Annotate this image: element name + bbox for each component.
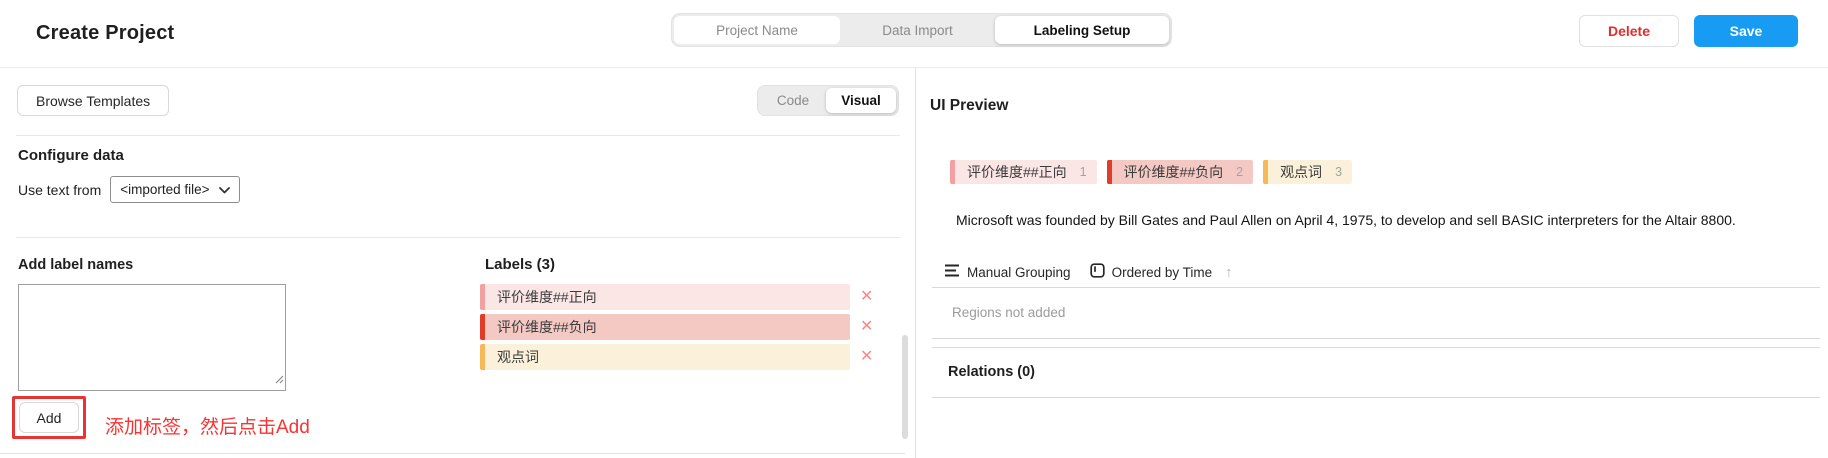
ui-preview-panel: UI Preview 评价维度##正向 1 评价维度##负向 2 观点词 3 M… (917, 68, 1828, 458)
label-color-bar (1106, 160, 1112, 184)
label-names-input-wrap (18, 284, 286, 391)
divider (932, 338, 1820, 339)
preview-tag[interactable]: 评价维度##负向 2 (1106, 160, 1254, 184)
label-color-bar (950, 160, 955, 184)
page-title: Create Project (36, 22, 175, 44)
scrollbar-thumb[interactable] (902, 335, 908, 439)
label-row: 评价维度##负向 ✕ (480, 314, 900, 340)
preview-tag[interactable]: 观点词 3 (1263, 160, 1353, 184)
divider (932, 397, 1820, 398)
preview-label-tags: 评价维度##正向 1 评价维度##负向 2 观点词 3 (950, 160, 1353, 184)
grouping-lines-icon (945, 264, 960, 280)
imported-file-select[interactable]: <imported file> (110, 176, 240, 203)
toggle-code[interactable]: Code (776, 93, 810, 108)
relations-heading: Relations (0) (948, 364, 1036, 380)
header: Create Project Project Name Data Import … (0, 0, 1828, 68)
label-color-bar (480, 344, 485, 370)
tag-hotkey: 1 (1079, 165, 1087, 179)
label-names-input[interactable] (18, 284, 286, 391)
configure-data-heading: Configure data (18, 147, 124, 164)
labels-heading: Labels (3) (485, 256, 556, 273)
select-value: <imported file> (120, 182, 210, 197)
time-order-icon (1089, 263, 1105, 281)
add-button[interactable]: Add (19, 402, 79, 433)
label-text: 观点词 (497, 349, 539, 365)
ui-preview-heading: UI Preview (930, 97, 1009, 114)
use-text-from-label: Use text from (18, 181, 102, 198)
labeling-config-panel: Browse Templates Code Visual Configure d… (0, 68, 916, 458)
delete-button[interactable]: Delete (1579, 15, 1679, 47)
label-color-bar (1263, 160, 1269, 184)
divider (932, 287, 1820, 288)
label-row: 评价维度##正向 ✕ (480, 284, 900, 310)
remove-label-icon[interactable]: ✕ (860, 318, 874, 335)
label-color-bar (480, 314, 485, 340)
regions-toolbar: Manual Grouping Ordered by Time ↑ (945, 257, 1233, 287)
tag-hotkey: 2 (1236, 165, 1244, 179)
label-color-bar (480, 284, 485, 310)
remove-label-icon[interactable]: ✕ (860, 348, 874, 365)
label-text: 评价维度##负向 (497, 319, 597, 335)
tag-text: 评价维度##正向 (967, 164, 1067, 180)
tag-text: 评价维度##负向 (1123, 164, 1224, 180)
browse-templates-button[interactable]: Browse Templates (17, 85, 170, 116)
tab-data-import[interactable]: Data Import (882, 22, 953, 38)
tag-text: 观点词 (1280, 164, 1323, 180)
use-text-from-row: Use text from <imported file> (18, 176, 240, 203)
labels-list: 评价维度##正向 ✕ 评价维度##负向 ✕ 观点词 ✕ (480, 284, 900, 374)
preview-sample-text[interactable]: Microsoft was founded by Bill Gates and … (956, 212, 1736, 228)
ordered-by-time-button[interactable]: Ordered by Time (1089, 263, 1212, 281)
chevron-down-icon (218, 182, 230, 197)
editor-mode-toggle: Code Visual (757, 85, 899, 116)
sort-direction-icon[interactable]: ↑ (1225, 263, 1233, 281)
red-annotation-text: 添加标签，然后点击Add (105, 417, 310, 438)
label-text: 评价维度##正向 (497, 289, 597, 305)
tab-labeling-setup[interactable]: Labeling Setup (995, 16, 1169, 44)
divider (16, 135, 900, 136)
toggle-visual[interactable]: Visual (826, 88, 896, 113)
manual-grouping-button[interactable]: Manual Grouping (945, 264, 1071, 280)
add-button-highlight-box: Add (12, 396, 86, 439)
tab-project-name[interactable]: Project Name (674, 16, 840, 44)
save-button[interactable]: Save (1694, 15, 1798, 47)
regions-empty-text: Regions not added (952, 305, 1066, 320)
divider (16, 237, 900, 238)
divider (932, 347, 1820, 348)
remove-label-icon[interactable]: ✕ (860, 288, 874, 305)
divider (0, 453, 905, 454)
add-label-names-heading: Add label names (18, 257, 134, 273)
wizard-steps: Project Name Data Import Labeling Setup (671, 13, 1172, 47)
tag-hotkey: 3 (1335, 165, 1343, 179)
label-row: 观点词 ✕ (480, 344, 900, 370)
preview-tag[interactable]: 评价维度##正向 1 (950, 160, 1097, 184)
